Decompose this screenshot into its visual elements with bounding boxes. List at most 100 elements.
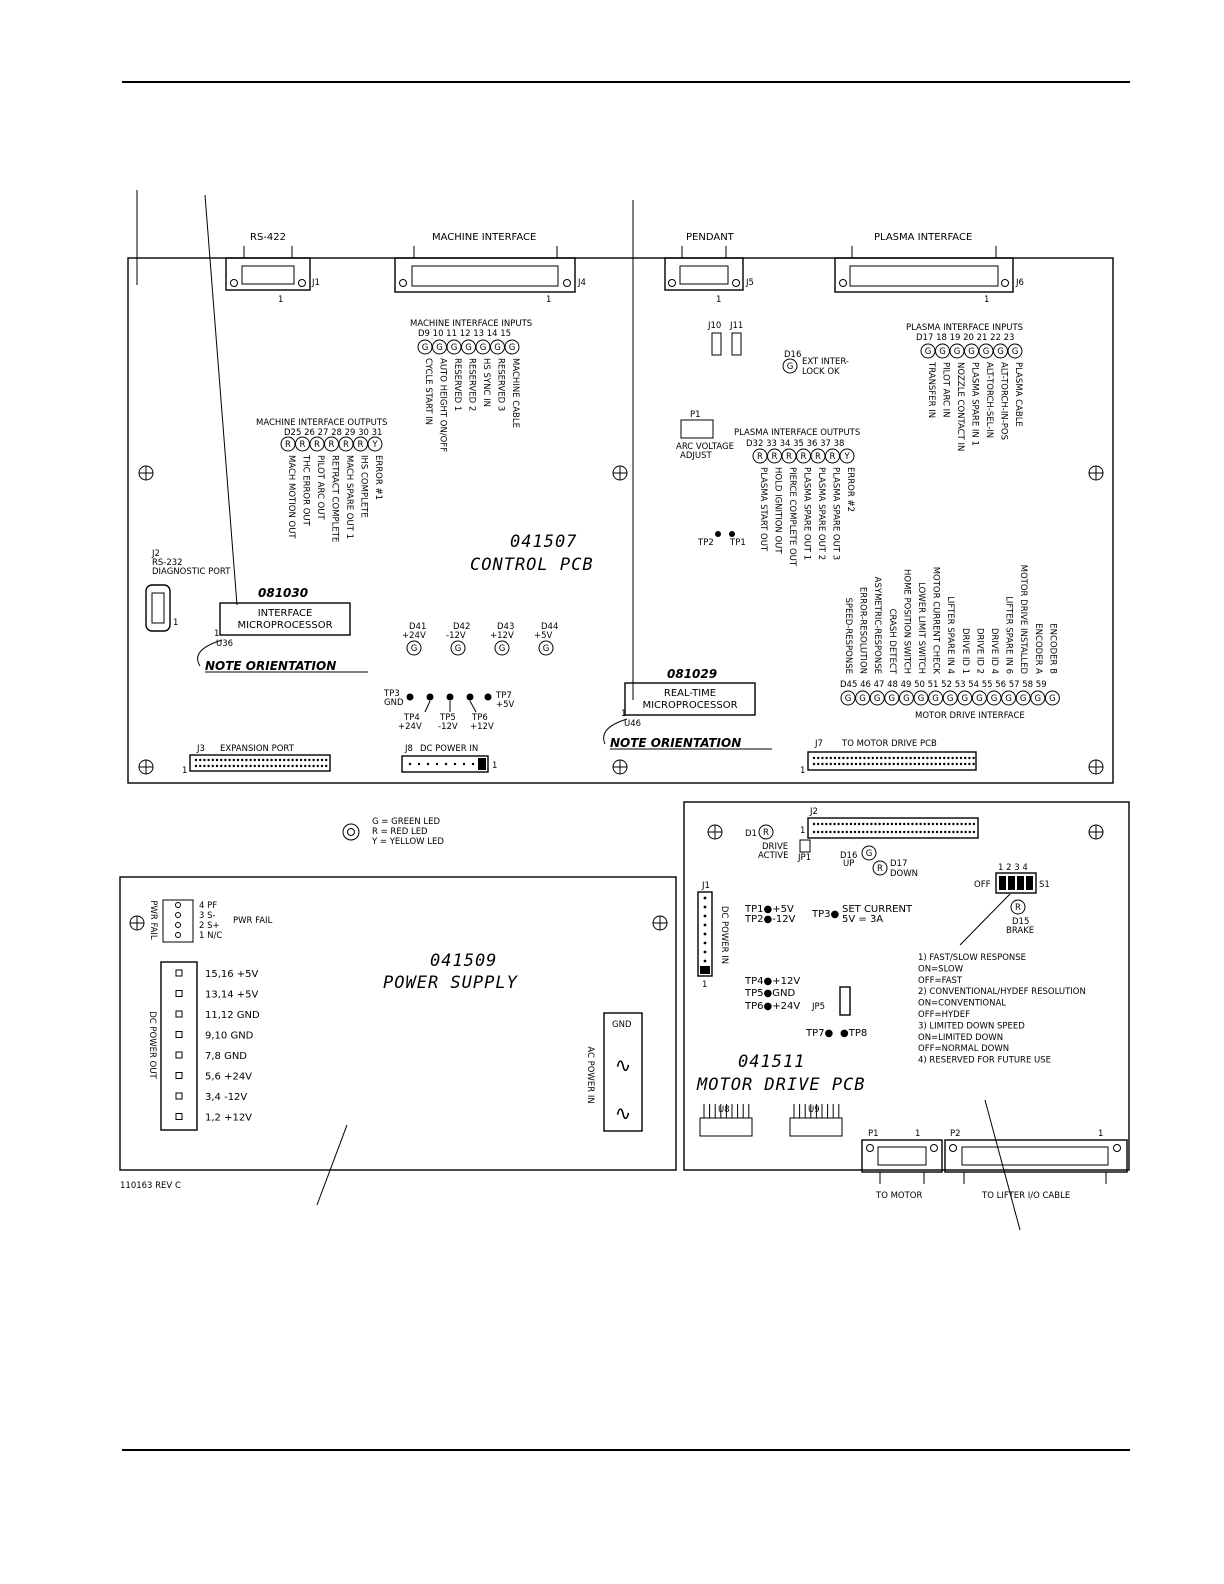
svg-text:1 2 3 4: 1 2 3 4 <box>998 863 1028 873</box>
svg-text:R: R <box>1015 903 1021 913</box>
motor-drive-connector-j7[interactable] <box>807 751 977 771</box>
pwr-fail-connector[interactable] <box>162 899 194 943</box>
switch-note: ON=SLOW <box>918 964 964 974</box>
control-pcb: RS-422 J1 1 MACHINE INTERFACE J4 1 PENDA… <box>127 232 1114 784</box>
svg-text:DC POWER IN: DC POWER IN <box>719 906 729 964</box>
svg-text:TP1●+5V: TP1●+5V <box>744 904 794 915</box>
mdi-led-color: G <box>1035 694 1042 704</box>
pii-led <box>1007 343 1023 359</box>
pio-led-color: R <box>786 452 792 462</box>
svg-text:TP4●+12V: TP4●+12V <box>744 976 800 987</box>
motor-drive-outline <box>683 801 1130 1171</box>
dip-switch-s1[interactable] <box>995 872 1037 894</box>
power-led <box>494 640 510 656</box>
interface-mp-number: 081030 <box>258 586 308 600</box>
svg-text:LOCK OK: LOCK OK <box>802 367 840 377</box>
mdi-led <box>869 690 885 706</box>
mii-signal: RESERVED 1 <box>452 358 462 411</box>
svg-text:D17: D17 <box>890 859 907 869</box>
mdi-signal: LIFTER SPARE IN 4 <box>945 596 955 674</box>
svg-text:1: 1 <box>278 295 283 305</box>
svg-text:UP: UP <box>843 859 854 869</box>
pii-led-color: G <box>939 347 946 357</box>
mii-signal: RESERVED 3 <box>496 358 506 411</box>
pii-signal: NOZZLE CONTACT IN <box>955 362 965 451</box>
leader-line <box>316 1124 348 1206</box>
pii-signal: ALT-TORCH-IN-POS <box>999 362 1009 440</box>
power-supply-name: POWER SUPPLY <box>383 973 519 993</box>
leader-line <box>204 194 238 606</box>
svg-text:TP2: TP2 <box>697 538 714 548</box>
pendant-connector[interactable] <box>664 257 744 291</box>
svg-text:1: 1 <box>800 766 805 776</box>
machine-interface-label: MACHINE INTERFACE <box>432 232 536 243</box>
switch-note: OFF=HYDEF <box>918 1010 970 1020</box>
mdi-led <box>855 690 871 706</box>
dc-output-pin: 15,16 +5V <box>205 969 259 980</box>
svg-text:D16: D16 <box>784 350 801 360</box>
svg-text:OFF: OFF <box>974 880 991 890</box>
jumper-jp5[interactable] <box>839 986 851 1016</box>
svg-text:J8: J8 <box>404 744 413 754</box>
pii-led-color: G <box>1012 347 1019 357</box>
motor-j2-connector[interactable] <box>807 817 979 839</box>
switch-note: 1) FAST/SLOW RESPONSE <box>918 953 1026 963</box>
rs232-diagnostic-port[interactable] <box>145 584 171 632</box>
pii-signal: TRANSFER IN <box>926 361 936 418</box>
arc-voltage-pot[interactable] <box>680 419 714 439</box>
pio-led-color: R <box>801 452 807 462</box>
mio-led-color: R <box>358 440 364 450</box>
power-led-voltage: +24V <box>402 631 426 641</box>
switch-note: OFF=NORMAL DOWN <box>918 1044 1009 1054</box>
brake-led <box>1010 899 1026 915</box>
mdi-led-color: G <box>874 694 881 704</box>
motor-connector-p1[interactable] <box>861 1139 943 1173</box>
svg-text:SET CURRENT: SET CURRENT <box>842 904 913 915</box>
mdi-led-color: G <box>991 694 998 704</box>
dc-power-in-j8[interactable] <box>401 755 489 773</box>
pio-led-color: R <box>772 452 778 462</box>
rs422-connector[interactable] <box>225 257 311 291</box>
pii-led-color: G <box>968 347 975 357</box>
mdi-led-color: G <box>947 694 954 704</box>
svg-text:ADJUST: ADJUST <box>680 451 712 461</box>
pwr-fail-pin: 2 S+ <box>199 921 220 931</box>
dc-power-out-connector[interactable] <box>160 961 198 1131</box>
mio-led-color: Y <box>371 440 378 450</box>
svg-text:1: 1 <box>214 629 219 639</box>
svg-text:GND: GND <box>384 698 404 708</box>
machine-interface-connector[interactable] <box>394 257 576 293</box>
svg-text:ACTIVE: ACTIVE <box>758 851 789 861</box>
mdi-led <box>898 690 914 706</box>
power-led-color: G <box>411 644 418 654</box>
svg-text:1: 1 <box>173 618 178 628</box>
svg-text:J1: J1 <box>701 881 710 891</box>
svg-text:1: 1 <box>1098 1129 1103 1139</box>
svg-text:TP7: TP7 <box>495 691 512 701</box>
pii-signal: PLASMA SPARE IN 1 <box>970 362 980 446</box>
ac-power-in-connector[interactable] <box>603 1012 643 1132</box>
svg-text:1: 1 <box>984 295 989 305</box>
plasma-interface-connector[interactable] <box>834 257 1014 293</box>
j10-jumper[interactable] <box>711 332 722 356</box>
j11-jumper[interactable] <box>731 332 742 356</box>
svg-text:R: R <box>763 828 769 838</box>
pio-signal: PLASMA START OUT <box>758 467 768 552</box>
svg-text:J3: J3 <box>196 744 205 754</box>
lifter-io-connector-p2[interactable] <box>944 1139 1128 1173</box>
mdi-group: D45 46 47 48 49 50 51 52 53 54 55 56 57 … <box>840 565 1060 721</box>
svg-text:U46: U46 <box>624 719 641 729</box>
mdi-led <box>942 690 958 706</box>
mii-signal: AUTO HEIGHT ON/OFF <box>438 358 448 452</box>
svg-text:5V = 3A: 5V = 3A <box>842 914 883 925</box>
svg-text:BRAKE: BRAKE <box>1006 926 1034 936</box>
expansion-port-j3[interactable] <box>189 754 331 772</box>
pii-signal: PILOT ARC IN <box>941 362 951 417</box>
motor-dc-power-in-j1[interactable] <box>697 891 713 977</box>
mio-signal: RETRACT COMPLETE <box>330 455 340 542</box>
mdi-led-color: G <box>845 694 852 704</box>
